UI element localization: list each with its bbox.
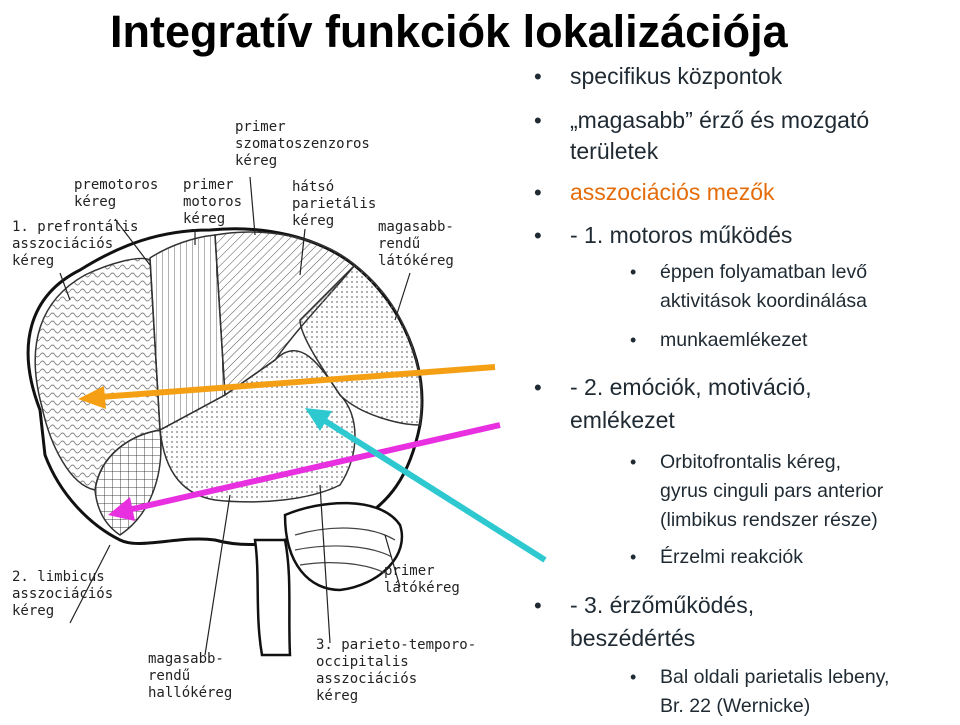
visual-region bbox=[299, 264, 423, 426]
bullet-continuation: beszédértés bbox=[570, 625, 696, 651]
bullet-item: - 2. emóciók, motiváció, bbox=[534, 372, 812, 403]
sub-bullet-item: éppen folyamatban levő bbox=[630, 259, 867, 286]
sub-bullet-continuation: gyrus cinguli pars anterior bbox=[660, 480, 884, 502]
label-primer-motoros: primer motoros kéreg bbox=[183, 177, 243, 227]
label-premotoros: premotoros kéreg bbox=[74, 177, 159, 210]
sub-bullet-item: Bal oldali parietalis lebeny, bbox=[630, 664, 890, 691]
bullet-item: - 3. érzőműködés, bbox=[534, 590, 754, 621]
label-prefrontalis: 1. prefrontális asszociációs kéreg bbox=[12, 219, 139, 269]
sub-bullet-continuation: aktivitások koordinálása bbox=[660, 290, 868, 312]
brain-drawing bbox=[26, 176, 547, 657]
cyan-arrow bbox=[305, 408, 547, 563]
brainstem bbox=[253, 538, 292, 657]
sub-bullet-item: munkaemlékezet bbox=[630, 327, 807, 354]
label-magasabb-hallo: magasabb- rendű hallókéreg bbox=[148, 651, 233, 701]
bullet-continuation: területek bbox=[570, 138, 659, 164]
bullet-item: „magasabb” érző és mozgató bbox=[534, 105, 869, 136]
bullet-item: - 1. motoros működés bbox=[534, 220, 792, 251]
bullet-item: specifikus központok bbox=[534, 61, 782, 92]
label-limbicus: 2. limbicus asszociációs kéreg bbox=[12, 569, 114, 619]
sub-bullet-continuation: Br. 22 (Wernicke) bbox=[660, 695, 811, 717]
label-magasabb-lato: magasabb- rendű látókéreg bbox=[378, 219, 454, 269]
label-primer-szomatoszenzoros: primer szomatoszenzoros kéreg bbox=[235, 119, 370, 169]
orange-arrow bbox=[78, 364, 496, 409]
slide-title: Integratív funkciók lokalizációja bbox=[110, 6, 788, 57]
brain-diagram: primer szomatoszenzoros kéreg premotoros… bbox=[0, 95, 560, 725]
label-parieto-temporo: 3. parieto-temporo- occipitalis asszociá… bbox=[316, 637, 477, 704]
bullet-item-highlight: asszociációs mezők bbox=[534, 177, 774, 208]
sub-bullet-continuation: (limbikus rendszer része) bbox=[660, 509, 878, 531]
label-primer-lato: primer látókéreg bbox=[384, 563, 460, 596]
magenta-arrow bbox=[108, 422, 501, 521]
sub-bullet-item: Érzelmi reakciók bbox=[630, 544, 803, 571]
bullet-continuation: emlékezet bbox=[570, 407, 675, 433]
label-hatso-parietalis: hátsó parietális kéreg bbox=[292, 179, 377, 229]
sub-bullet-item: Orbitofrontalis kéreg, bbox=[630, 449, 841, 476]
